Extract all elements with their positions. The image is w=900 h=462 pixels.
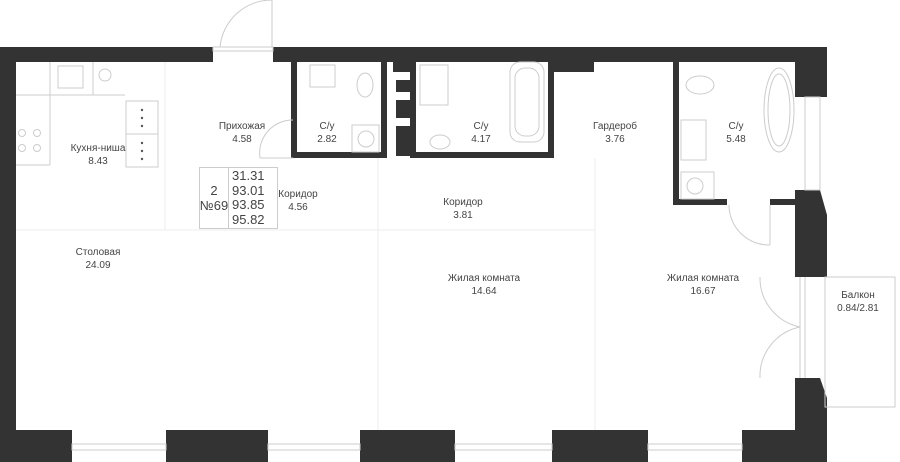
area-value: 93.01	[232, 182, 265, 198]
room-name: Коридор	[443, 197, 483, 208]
room-area: 14.64	[471, 286, 497, 297]
area-value: 93.85	[232, 197, 265, 212]
room-dining[interactable]: Столовая 24.09	[76, 246, 121, 272]
room-name: Кухня-ниша	[70, 143, 126, 154]
room-corridor-1[interactable]: Коридор 4.56	[278, 188, 318, 214]
area-value: 95.82	[232, 211, 265, 227]
room-area: 5.48	[726, 134, 746, 145]
room-living-2[interactable]: Жилая комната 16.67	[667, 272, 739, 298]
room-area: 0.84/2.81	[837, 303, 879, 314]
room-bathroom-3[interactable]: С/у 5.48	[726, 120, 745, 146]
burners	[140, 108, 144, 161]
room-name: Гардероб	[593, 121, 637, 132]
room-area: 3.81	[453, 210, 473, 221]
room-name: С/у	[319, 121, 335, 132]
room-area: 4.56	[288, 202, 308, 213]
area-value: 31.31	[232, 168, 265, 183]
room-kitchen[interactable]: Кухня-ниша 8.43	[71, 142, 126, 168]
room-bathroom-1[interactable]: С/у 2.82	[317, 120, 336, 146]
room-area: 4.58	[232, 134, 252, 145]
room-area: 2.82	[317, 134, 337, 145]
room-name: С/у	[473, 121, 489, 132]
room-name: Жилая комната	[447, 273, 521, 284]
room-balcony[interactable]: Балкон 0.84/2.81	[837, 289, 879, 315]
room-name: Балкон	[841, 290, 875, 301]
room-bathroom-2[interactable]: С/у 4.17	[471, 120, 490, 146]
room-area: 4.17	[471, 134, 491, 145]
room-name: Прихожая	[218, 121, 266, 132]
walls	[0, 47, 827, 462]
room-area: 16.67	[690, 286, 716, 297]
rooms-count: 2	[210, 183, 218, 198]
apartment-number: №69	[199, 198, 229, 213]
thin-lines	[16, 0, 896, 451]
room-name: Жилая комната	[666, 273, 740, 284]
room-hallway[interactable]: Прихожая 4.58	[219, 120, 265, 146]
apartment-info-box: 2 №69 31.31 93.01 93.85 95.82	[199, 167, 278, 229]
room-corridor-2[interactable]: Коридор 3.81	[443, 196, 483, 222]
room-area: 3.76	[605, 134, 625, 145]
room-area: 24.09	[85, 260, 111, 271]
room-area: 8.43	[88, 156, 108, 167]
room-name: Столовая	[75, 247, 121, 258]
room-living-1[interactable]: Жилая комната 14.64	[448, 272, 520, 298]
room-wardrobe[interactable]: Гардероб 3.76	[593, 120, 637, 146]
room-name: С/у	[728, 121, 744, 132]
room-name: Коридор	[278, 189, 318, 200]
